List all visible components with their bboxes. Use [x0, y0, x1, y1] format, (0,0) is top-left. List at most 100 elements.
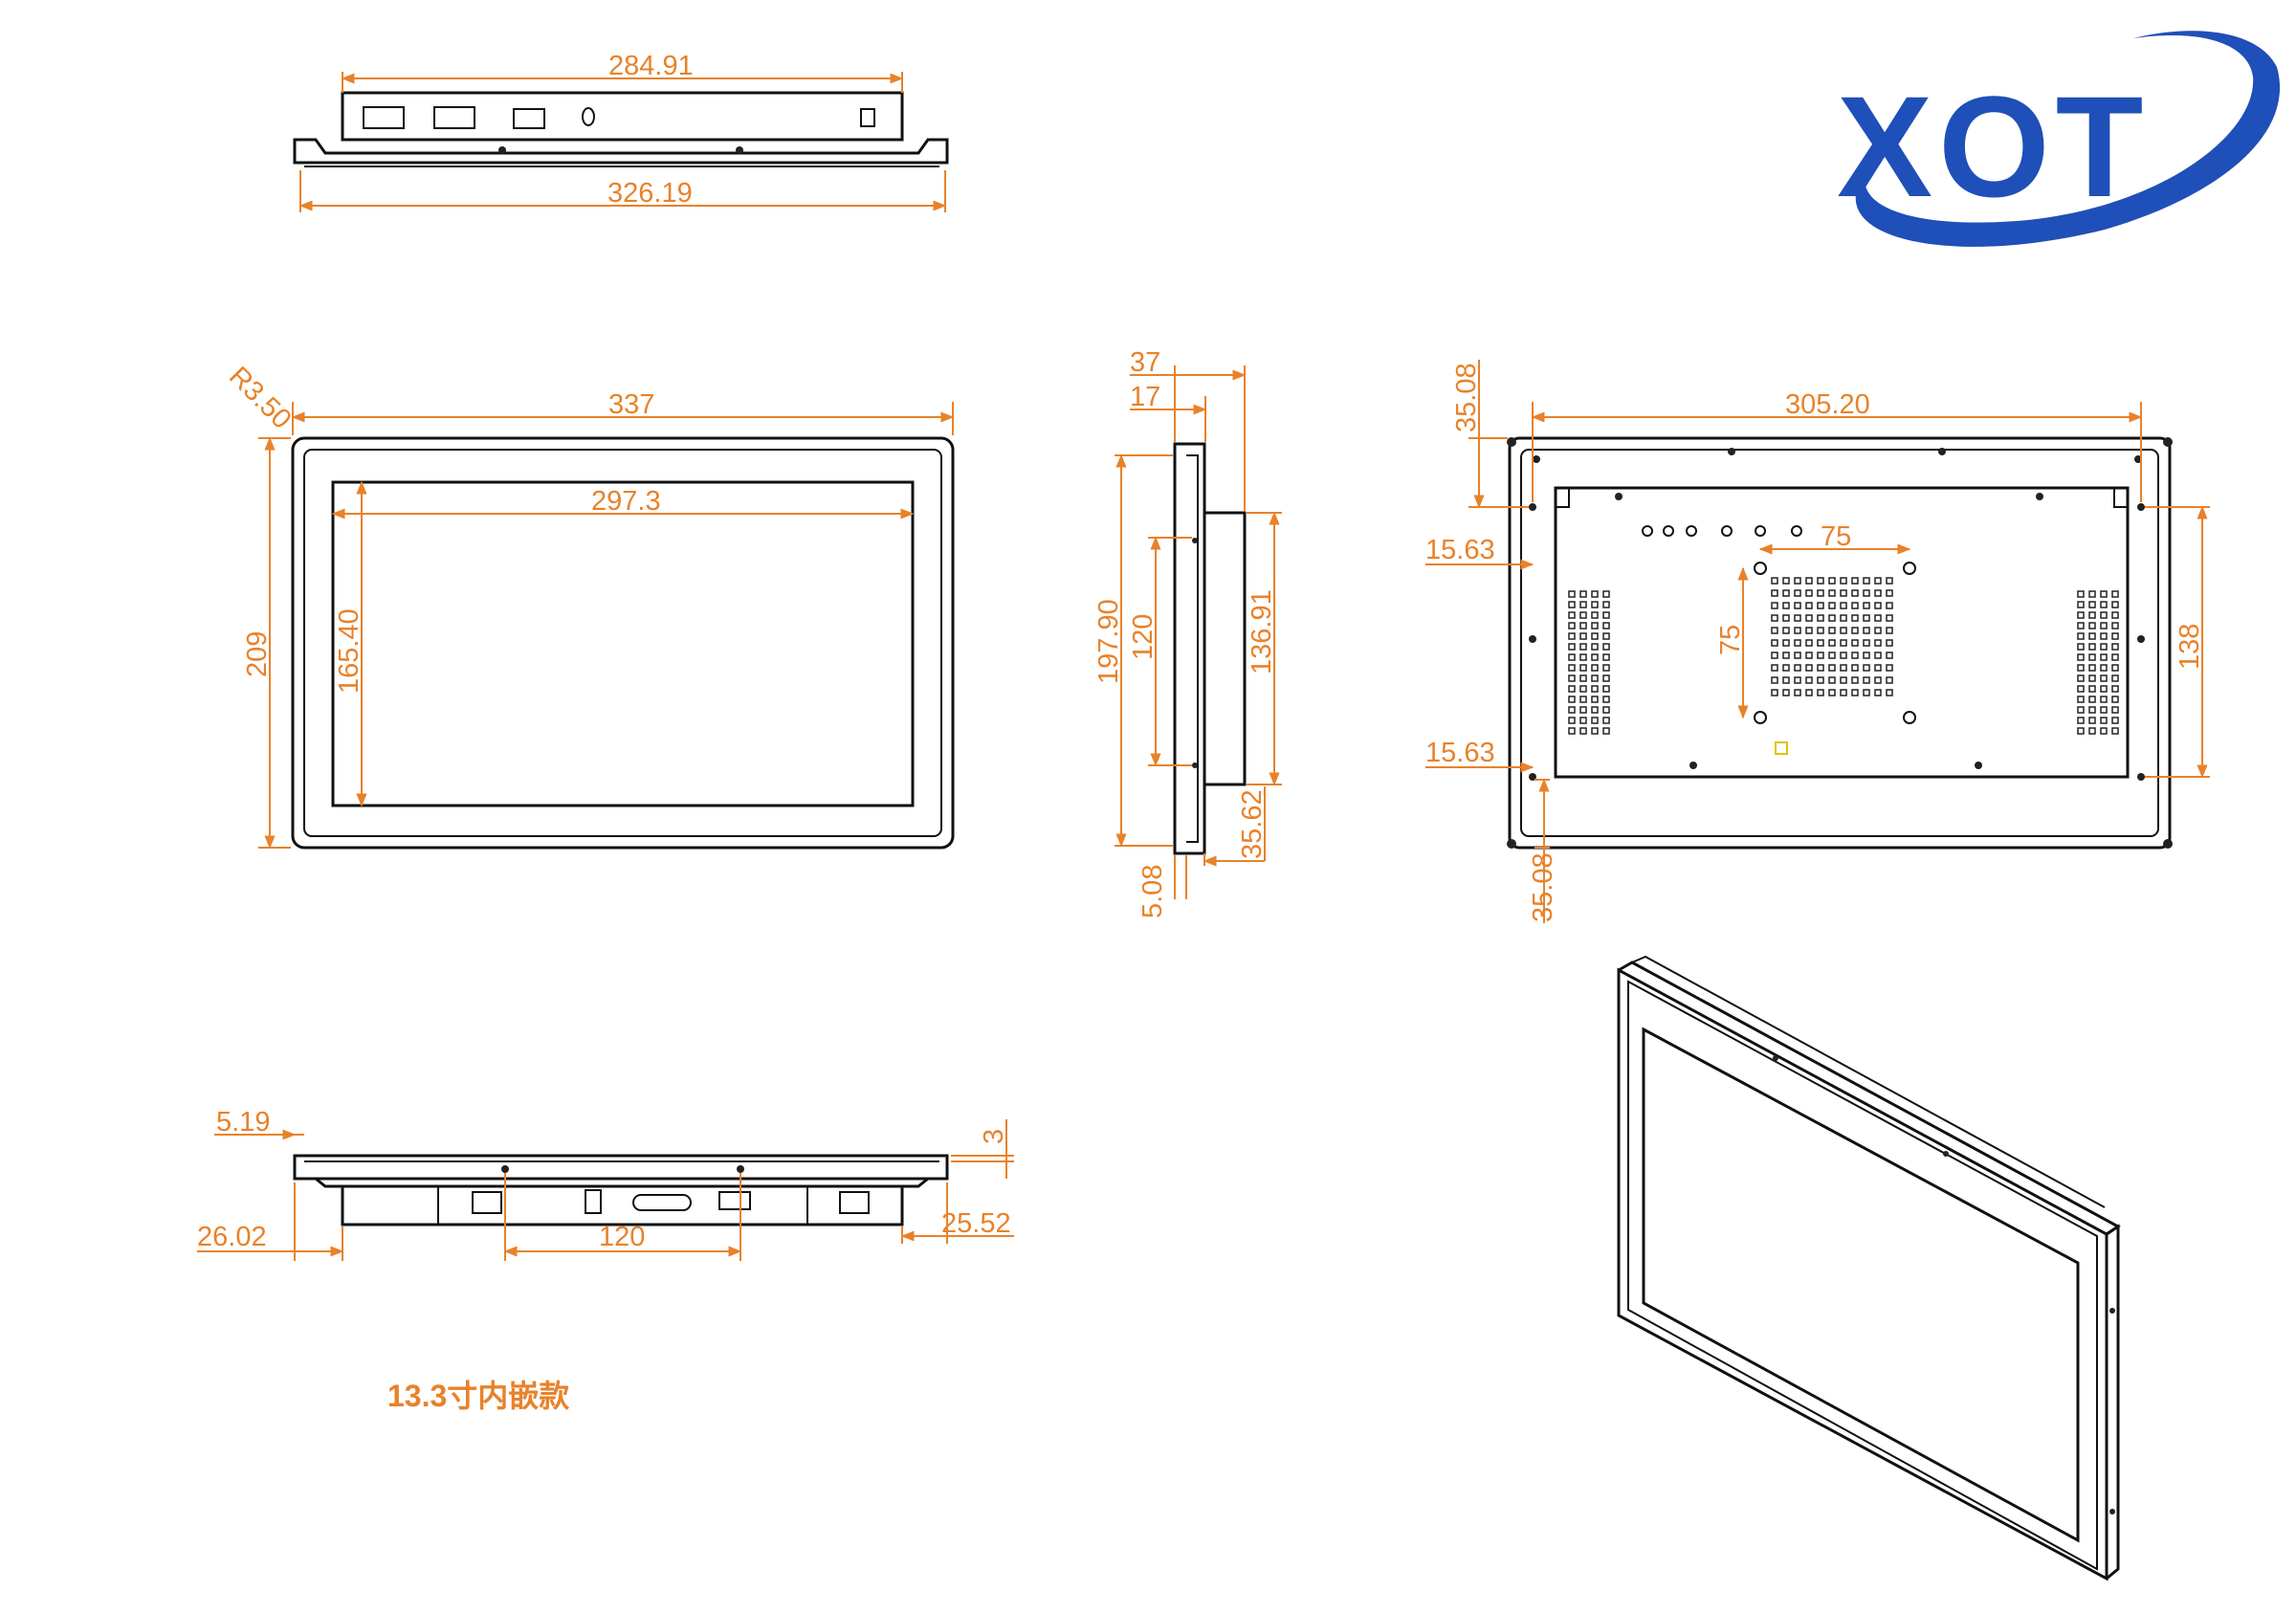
rear-view: 305.20 35.08 15.63 15.63 35.08 75 75 138: [1425, 360, 2210, 923]
vent-hole: [1851, 577, 1859, 585]
rear-holes: [1507, 437, 2173, 849]
vent-hole: [1840, 676, 1847, 684]
vent-hole: [1602, 611, 1610, 619]
vent-hole: [2088, 611, 2096, 619]
vent-hole: [2111, 632, 2119, 640]
dim-depth-bezel: 17: [1130, 382, 1160, 412]
vent-hole: [1794, 639, 1801, 647]
vent-hole: [1782, 577, 1790, 585]
vent-hole: [1771, 602, 1778, 609]
vent-hole: [2111, 601, 2119, 608]
vent-hole: [1828, 627, 1836, 634]
vent-hole: [1591, 696, 1599, 703]
vent-hole: [1805, 689, 1813, 696]
vent-hole: [1817, 639, 1824, 647]
vent-hole: [2100, 643, 2108, 651]
xot-logo: XOT: [1837, 31, 2281, 247]
vent-hole: [1782, 602, 1790, 609]
isometric-view: [1617, 955, 2121, 1581]
vent-hole: [1568, 653, 1576, 661]
vent-hole: [1602, 717, 1610, 724]
vent-hole: [1805, 589, 1813, 597]
vent-hole: [1851, 614, 1859, 622]
vent-hole: [2077, 674, 2085, 682]
logo-text: XOT: [1837, 66, 2149, 227]
vent-hole: [1886, 589, 1893, 597]
vent-hole: [1568, 590, 1576, 598]
vent-hole: [1602, 696, 1610, 703]
vent-hole: [1794, 589, 1801, 597]
vent-hole: [1851, 664, 1859, 672]
vent-hole: [1863, 614, 1870, 622]
vent-hole: [1863, 652, 1870, 659]
vent-hole: [2100, 622, 2108, 630]
vent-hole: [1817, 602, 1824, 609]
vent-hole: [1817, 614, 1824, 622]
vent-hole: [1771, 589, 1778, 597]
vent-hole: [1782, 627, 1790, 634]
vent-hole: [1579, 653, 1587, 661]
vent-hole: [1817, 664, 1824, 672]
vent-hole: [1817, 577, 1824, 585]
dim-offset-right: 25.52: [941, 1208, 1011, 1239]
dim-offset-bottom: 35.62: [1237, 789, 1268, 859]
dim-rear-left-upper: 15.63: [1425, 535, 1495, 565]
vent-hole: [1851, 652, 1859, 659]
vent-hole: [1863, 664, 1870, 672]
vent-hole: [1579, 727, 1587, 735]
vent-hole: [2077, 664, 2085, 672]
vent-hole: [1805, 652, 1813, 659]
vent-hole: [2100, 664, 2108, 672]
vent-hole: [2077, 632, 2085, 640]
vent-hole: [2077, 590, 2085, 598]
vent-hole: [2111, 611, 2119, 619]
vent-hole: [1805, 639, 1813, 647]
dim-port-spacing: 120: [599, 1222, 645, 1252]
vent-hole: [1782, 652, 1790, 659]
vent-hole: [2100, 706, 2108, 714]
vent-hole: [1886, 577, 1893, 585]
vent-hole: [1771, 577, 1778, 585]
vent-hole: [1874, 652, 1882, 659]
vent-hole: [1817, 627, 1824, 634]
vent-hole: [2077, 685, 2085, 693]
vent-hole: [1579, 601, 1587, 608]
vent-hole: [1568, 706, 1576, 714]
vent-hole: [1874, 639, 1882, 647]
vent-hole: [1828, 577, 1836, 585]
vent-hole: [1874, 676, 1882, 684]
vent-hole: [1602, 727, 1610, 735]
vent-hole: [2077, 727, 2085, 735]
vent-hole: [1579, 685, 1587, 693]
vent-hole: [2100, 696, 2108, 703]
vent-hole: [2077, 611, 2085, 619]
vent-hole: [1805, 602, 1813, 609]
vent-hole: [1840, 652, 1847, 659]
vent-hole: [1602, 685, 1610, 693]
vent-hole: [2100, 727, 2108, 735]
dim-radius: R3.50: [223, 361, 297, 434]
vent-hole: [1863, 589, 1870, 597]
vent-hole: [2088, 643, 2096, 651]
vent-hole: [1886, 689, 1893, 696]
vent-hole: [1782, 676, 1790, 684]
vent-grid-center: [1771, 577, 1893, 696]
vent-hole: [1579, 632, 1587, 640]
vent-hole: [1771, 676, 1778, 684]
vent-hole: [1794, 664, 1801, 672]
vent-hole: [1579, 611, 1587, 619]
dim-height-box: 136.91: [1247, 589, 1277, 674]
vent-hole: [1591, 717, 1599, 724]
dim-height-outer: 209: [242, 631, 273, 677]
dim-bezel-lip: 5.08: [1137, 865, 1168, 918]
vent-hole: [1828, 664, 1836, 672]
vent-hole: [2111, 706, 2119, 714]
vent-hole: [2088, 601, 2096, 608]
vent-hole: [1782, 589, 1790, 597]
vent-hole: [1840, 614, 1847, 622]
vent-hole: [2100, 674, 2108, 682]
vent-hole: [1805, 627, 1813, 634]
bottom-view: 5.19 3 26.02 120 25.52: [197, 1107, 1014, 1261]
vent-hole: [1840, 589, 1847, 597]
vent-hole: [1591, 653, 1599, 661]
